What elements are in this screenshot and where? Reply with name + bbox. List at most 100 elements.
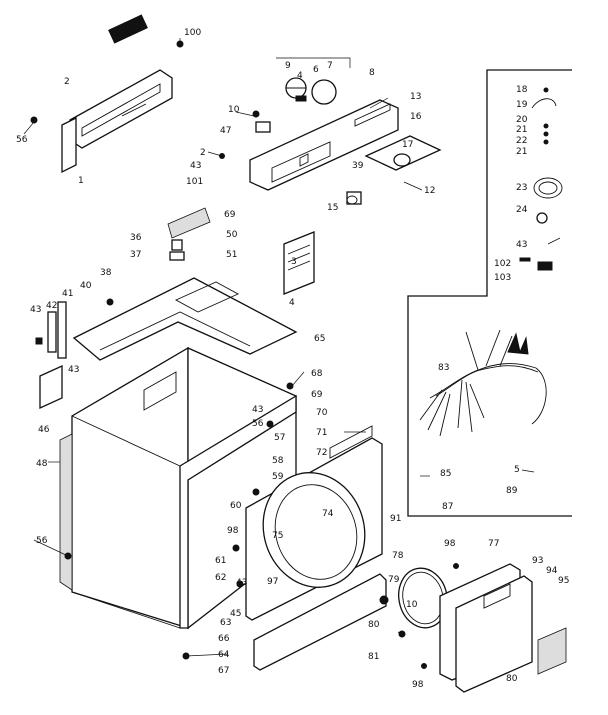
callout: 17	[402, 140, 413, 150]
callout: 98	[227, 526, 239, 536]
callout: 43	[252, 405, 263, 415]
callout: 5	[514, 465, 520, 475]
inset-frame	[407, 69, 572, 517]
vent-bracket	[283, 231, 315, 295]
callout: 87	[442, 502, 453, 512]
callout: 2	[64, 77, 70, 87]
callout: 16	[410, 112, 422, 122]
hinge-parts	[35, 301, 67, 410]
console-panel	[249, 99, 399, 191]
toe-kick	[253, 573, 387, 671]
callout: 21	[516, 147, 527, 157]
callout: 69	[311, 390, 323, 400]
callout: 18	[516, 85, 528, 95]
door-assembly	[439, 563, 533, 693]
callout: 83	[438, 363, 449, 373]
callout: 1	[78, 176, 84, 186]
callout: 58	[272, 456, 284, 466]
leader-lines	[23, 38, 561, 657]
callout: 79	[388, 575, 400, 585]
callout: 43	[516, 240, 527, 250]
callout: 95	[558, 576, 569, 586]
callout: 40	[80, 281, 92, 291]
callout: 98	[412, 680, 424, 690]
inset-small-parts	[519, 98, 563, 271]
callout: 22	[516, 136, 527, 146]
callout: 12	[424, 186, 435, 196]
callout: 72	[316, 448, 327, 458]
callout: 43	[236, 578, 247, 588]
callout: 46	[38, 425, 50, 435]
callout: 56	[16, 135, 28, 145]
callout: 61	[215, 556, 226, 566]
callout: 19	[516, 100, 528, 110]
callout: 10	[228, 105, 240, 115]
callout: 24	[516, 205, 528, 215]
callout: 103	[494, 273, 511, 283]
callout: 69	[224, 210, 236, 220]
callout: 85	[440, 469, 451, 479]
rear-bracket	[61, 14, 173, 174]
callout: 51	[226, 250, 237, 260]
callout: 20	[516, 115, 528, 125]
callout: 94	[546, 566, 558, 576]
callout: 93	[532, 556, 543, 566]
callout: 39	[352, 161, 364, 171]
callout: 15	[327, 203, 338, 213]
callout: 102	[494, 259, 511, 269]
small-bracket	[255, 121, 271, 133]
callout: 91	[390, 514, 401, 524]
callout: 67	[218, 666, 229, 676]
callout: 100	[184, 28, 201, 38]
callout: 3	[291, 257, 297, 267]
callout: 47	[220, 126, 231, 136]
callout: 80	[368, 620, 380, 630]
callout: 70	[316, 408, 328, 418]
top-plate	[72, 277, 298, 361]
front-panel	[245, 425, 383, 621]
callout: 65	[314, 334, 325, 344]
callout: 56	[252, 419, 264, 429]
callout: 63	[220, 618, 231, 628]
callout: 50	[226, 230, 238, 240]
callout: 38	[100, 268, 112, 278]
callout: 37	[130, 250, 141, 260]
callout: 89	[506, 486, 518, 496]
timer-switch	[346, 135, 442, 205]
callout: 80	[506, 674, 518, 684]
callout: 9	[285, 61, 291, 71]
callout: 60	[230, 501, 242, 511]
callout: 57	[274, 433, 285, 443]
callout: 45	[230, 609, 241, 619]
callout: 4	[289, 298, 295, 308]
callout: 36	[130, 233, 142, 243]
callout: 23	[516, 183, 527, 193]
wiring-harness	[419, 329, 547, 437]
callout: 13	[410, 92, 421, 102]
door-ring	[398, 567, 448, 629]
cabinet	[59, 346, 297, 630]
knob-assembly	[276, 57, 351, 105]
callout: 21	[516, 125, 527, 135]
callout: 59	[272, 472, 284, 482]
callout-labels: 100 2 56 1 9 4 6 7 8 13 16 10 47 17 12 3…	[16, 28, 569, 690]
callout: 43	[68, 365, 79, 375]
callout: 77	[488, 539, 499, 549]
callout: 43	[30, 305, 41, 315]
callout: 42	[46, 301, 57, 311]
door-handle	[537, 627, 567, 675]
callout: 6	[313, 65, 319, 75]
callout: 101	[186, 177, 203, 187]
callout: 97	[267, 577, 278, 587]
callout: 71	[316, 428, 327, 438]
callout: 98	[444, 539, 456, 549]
callout: 56	[36, 536, 48, 546]
callout: 75	[272, 531, 283, 541]
callout: 78	[392, 551, 404, 561]
callout: 81	[368, 652, 379, 662]
callout: 68	[311, 369, 323, 379]
lid-switch	[167, 207, 211, 261]
callout: 2	[200, 148, 206, 158]
